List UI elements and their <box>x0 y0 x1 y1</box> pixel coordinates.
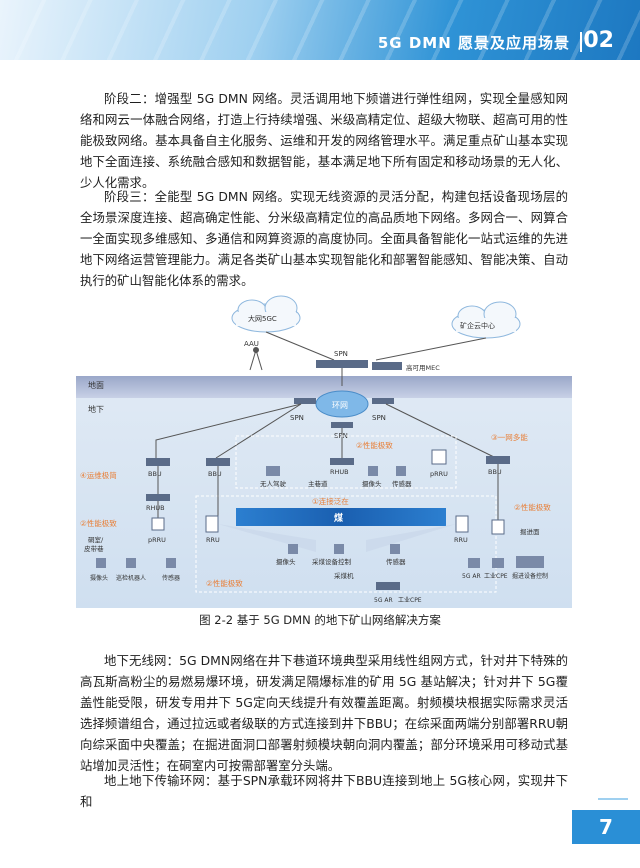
svg-text:RHUB: RHUB <box>330 468 349 476</box>
svg-text:RRU: RRU <box>454 536 468 544</box>
camera-icon <box>368 466 378 476</box>
rru-left <box>205 515 219 533</box>
svg-text:摄像头: 摄像头 <box>90 574 108 582</box>
chamber-label-2: 皮带巷 <box>84 544 104 553</box>
ground-band <box>76 376 572 398</box>
mec-device <box>372 362 402 370</box>
prru-top <box>431 449 447 465</box>
rhub-2 <box>330 458 354 465</box>
rhub-1 <box>146 494 170 501</box>
perf-right-label: ②性能极致 <box>514 502 551 512</box>
chapter-title: 5G DMN 愿景及应用场景 <box>377 34 570 52</box>
paragraph-underground-wireless: 地下无线网：5G DMN网络在井下巷道环境典型采用线性组网方式，针对井下特殊的高… <box>80 653 568 773</box>
network-diagram: 地面 地下 大网5GC 矿企云中心 AAU SPN 高可用MEC 环网 SPN … <box>76 295 572 608</box>
svg-text:SPN: SPN <box>372 414 386 422</box>
ring-label: 环网 <box>332 401 348 410</box>
svg-text:工业CPE: 工业CPE <box>484 572 508 580</box>
chapter-number: 02 <box>583 28 614 53</box>
chapter-header: 5G DMN 愿景及应用场景 02 <box>0 0 640 60</box>
svg-text:5G AR: 5G AR <box>374 597 393 604</box>
svg-text:采煤机: 采煤机 <box>334 571 354 580</box>
robot-icon <box>126 558 136 568</box>
paragraph-transport-ring: 地上地下传输环网：基于SPN承载环网将井下BBU连接到地上 5G核心网，实现井下… <box>80 773 568 809</box>
cloud-5gc: 大网5GC <box>231 295 301 333</box>
svg-text:BBU: BBU <box>208 470 222 478</box>
figure-caption: 图 2-2 基于 5G DMN 的地下矿山网络解决方案 <box>199 613 441 627</box>
svg-text:RRU: RRU <box>206 536 220 544</box>
mec-label: 高可用MEC <box>406 363 440 372</box>
ground-label: 地面 <box>88 380 104 390</box>
svg-text:掘进设备控制: 掘进设备控制 <box>512 572 548 580</box>
sensor-icon-2 <box>166 558 176 568</box>
page-number-decoration <box>598 798 628 800</box>
vehicle-icon <box>266 466 280 476</box>
page-number: 7 <box>599 815 613 839</box>
underground-label: 地下 <box>88 404 104 414</box>
svg-text:工业CPE: 工业CPE <box>398 596 422 604</box>
coal-seam <box>236 508 446 526</box>
sensor-icon <box>396 466 406 476</box>
bbu-1 <box>146 458 170 466</box>
bbu-2 <box>206 458 230 466</box>
bbu-3 <box>486 456 510 464</box>
svg-text:传感器: 传感器 <box>392 479 412 488</box>
mobile-station <box>376 582 400 590</box>
header-decoration <box>0 0 640 60</box>
chamber-label: 硐室/ <box>88 535 104 544</box>
svg-text:RHUB: RHUB <box>146 504 165 512</box>
perf-bottom-label: ②性能极致 <box>206 578 243 588</box>
svg-text:巡检机器人: 巡检机器人 <box>116 574 146 582</box>
perf-top-label: ②性能极致 <box>356 440 393 450</box>
svg-text:SPN: SPN <box>290 414 304 422</box>
camera-icon-2 <box>96 558 106 568</box>
svg-text:主巷道: 主巷道 <box>308 479 328 488</box>
svg-text:矿企云中心: 矿企云中心 <box>460 321 495 330</box>
page-number-box: 7 <box>572 810 640 844</box>
svg-text:传感器: 传感器 <box>386 557 406 566</box>
rru-right <box>455 515 469 533</box>
paragraph-stage-three: 阶段三：全能型 5G DMN 网络。实现无线资源的灵活分配，构建包括设备现场层的… <box>80 189 568 288</box>
svg-text:摄像头: 摄像头 <box>276 557 296 566</box>
paragraph-stage-two: 阶段二：增强型 5G DMN 网络。灵活调用地下频谱进行弹性组网，实现全量感知网… <box>80 91 568 190</box>
aau-tower-icon: AAU <box>244 340 263 371</box>
svg-text:pRRU: pRRU <box>148 536 166 544</box>
svg-text:掘进面: 掘进面 <box>520 527 540 536</box>
svg-text:采煤设备控制: 采煤设备控制 <box>312 557 352 566</box>
svg-text:无人驾驶: 无人驾驶 <box>260 479 287 488</box>
svg-text:BBU: BBU <box>488 468 502 476</box>
rru-heading <box>491 519 505 535</box>
coal-label: 煤 <box>334 512 343 524</box>
svg-text:pRRU: pRRU <box>430 470 448 478</box>
perf-left-label: ②性能极致 <box>80 518 117 528</box>
spn-top-label: SPN <box>334 350 348 358</box>
conn-label: ①连接泛在 <box>312 496 349 506</box>
svg-text:大网5GC: 大网5GC <box>248 314 277 323</box>
header-separator <box>580 32 582 52</box>
svg-text:传感器: 传感器 <box>162 574 180 582</box>
svg-text:5G AR: 5G AR <box>462 573 481 580</box>
svg-text:摄像头: 摄像头 <box>362 479 382 488</box>
cloud-mine: 矿企云中心 <box>451 301 521 339</box>
one-net-label: ③一网多能 <box>491 432 528 442</box>
svg-text:AAU: AAU <box>244 340 259 348</box>
ops-label: ④运维极简 <box>80 470 117 480</box>
prru-left <box>151 517 165 531</box>
spn-top-device <box>316 360 368 368</box>
svg-text:SPN: SPN <box>334 432 348 440</box>
svg-text:BBU: BBU <box>148 470 162 478</box>
